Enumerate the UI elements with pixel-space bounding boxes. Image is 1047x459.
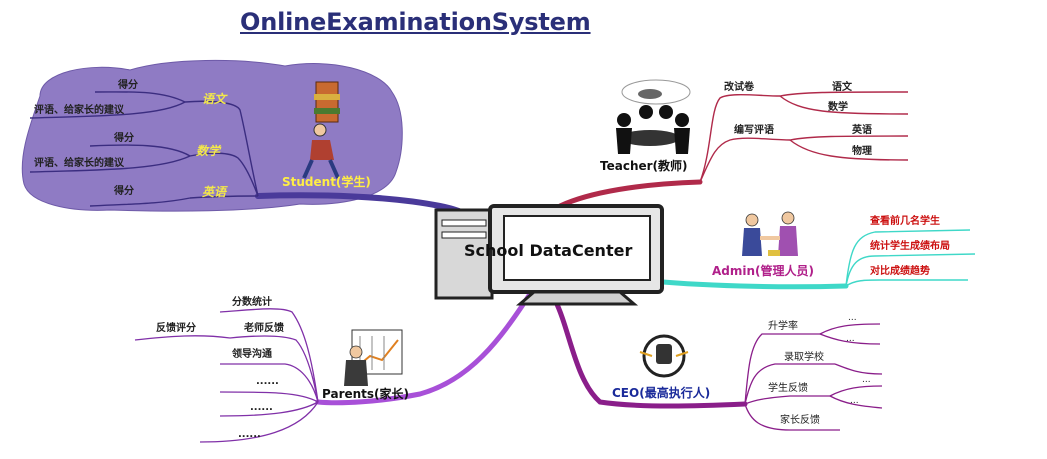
center-node-label: School DataCenter — [464, 241, 633, 260]
student-item-comment-2: 评语、给家长的建议 — [34, 158, 124, 169]
ceo-ellipsis-1: ... — [848, 313, 857, 323]
parents-item-ellipsis-3: ...... — [238, 429, 261, 440]
handshake-icon — [742, 211, 798, 256]
admin-item-top-students: 查看前几名学生 — [870, 216, 940, 227]
teacher-meeting-icon — [616, 79, 691, 154]
student-branches — [29, 91, 259, 207]
admin-node-label: Admin(管理人员) — [712, 264, 815, 278]
student-item-comment-1: 评语、给家长的建议 — [34, 105, 124, 116]
teacher-node-label: Teacher(教师) — [600, 159, 688, 173]
admin-connector — [637, 277, 849, 290]
teacher-item-physics: 物理 — [852, 146, 872, 157]
ceo-item-parent-feedback: 家长反馈 — [780, 415, 820, 426]
ceo-connector — [552, 297, 748, 409]
computer-icon — [434, 204, 664, 306]
teacher-connector — [557, 179, 703, 209]
parents-item-score-stats: 分数统计 — [232, 297, 272, 308]
student-item-score-2: 得分 — [114, 133, 134, 144]
teacher-item-english: 英语 — [852, 125, 872, 136]
parents-item-teacher-feedback: 老师反馈 — [244, 323, 284, 334]
parents-item-ellipsis-1: ...... — [256, 376, 279, 387]
ceo-ellipsis-4: ... — [850, 396, 859, 406]
parents-branches — [134, 308, 319, 443]
admin-branches — [845, 229, 976, 287]
parents-subitem-feedback-rating: 反馈评分 — [156, 323, 196, 334]
admin-item-score-layout: 统计学生成绩布局 — [870, 241, 950, 252]
teacher-group-grading: 改试卷 — [724, 82, 754, 93]
subject-english-label: 英语 — [202, 185, 227, 199]
chart-presenter-icon — [344, 329, 403, 386]
admin-item-score-trend: 对比成绩趋势 — [870, 266, 930, 277]
ceo-ellipsis-2: ... — [846, 334, 855, 344]
parents-connector — [315, 291, 533, 406]
page-title: OnlineExaminationSystem — [240, 8, 591, 36]
ceo-node-label: CEO(最高执行人) — [612, 386, 711, 400]
student-item-score-1: 得分 — [118, 80, 138, 91]
teacher-group-comments: 编写评语 — [734, 125, 774, 136]
student-item-score-3: 得分 — [114, 186, 134, 197]
parents-node-label: Parents(家长) — [322, 387, 410, 401]
ceo-branches — [744, 323, 883, 431]
student-figure-icon — [302, 81, 340, 179]
teacher-branches — [699, 91, 909, 183]
fist-icon — [639, 334, 689, 378]
ceo-item-admitted-schools: 录取学校 — [784, 352, 824, 363]
parents-item-leader-communication: 领导沟通 — [232, 349, 272, 360]
teacher-item-math: 数学 — [828, 102, 848, 113]
ceo-ellipsis-3: ... — [862, 375, 871, 385]
student-node-label: Student(学生) — [282, 175, 371, 189]
parents-item-ellipsis-2: ...... — [250, 402, 273, 413]
subject-chinese-label: 语文 — [202, 92, 227, 106]
teacher-item-chinese: 语文 — [832, 82, 852, 93]
subject-math-label: 数学 — [196, 144, 221, 158]
ceo-item-student-feedback: 学生反馈 — [768, 383, 808, 394]
ceo-item-enrollment-rate: 升学率 — [768, 321, 798, 332]
